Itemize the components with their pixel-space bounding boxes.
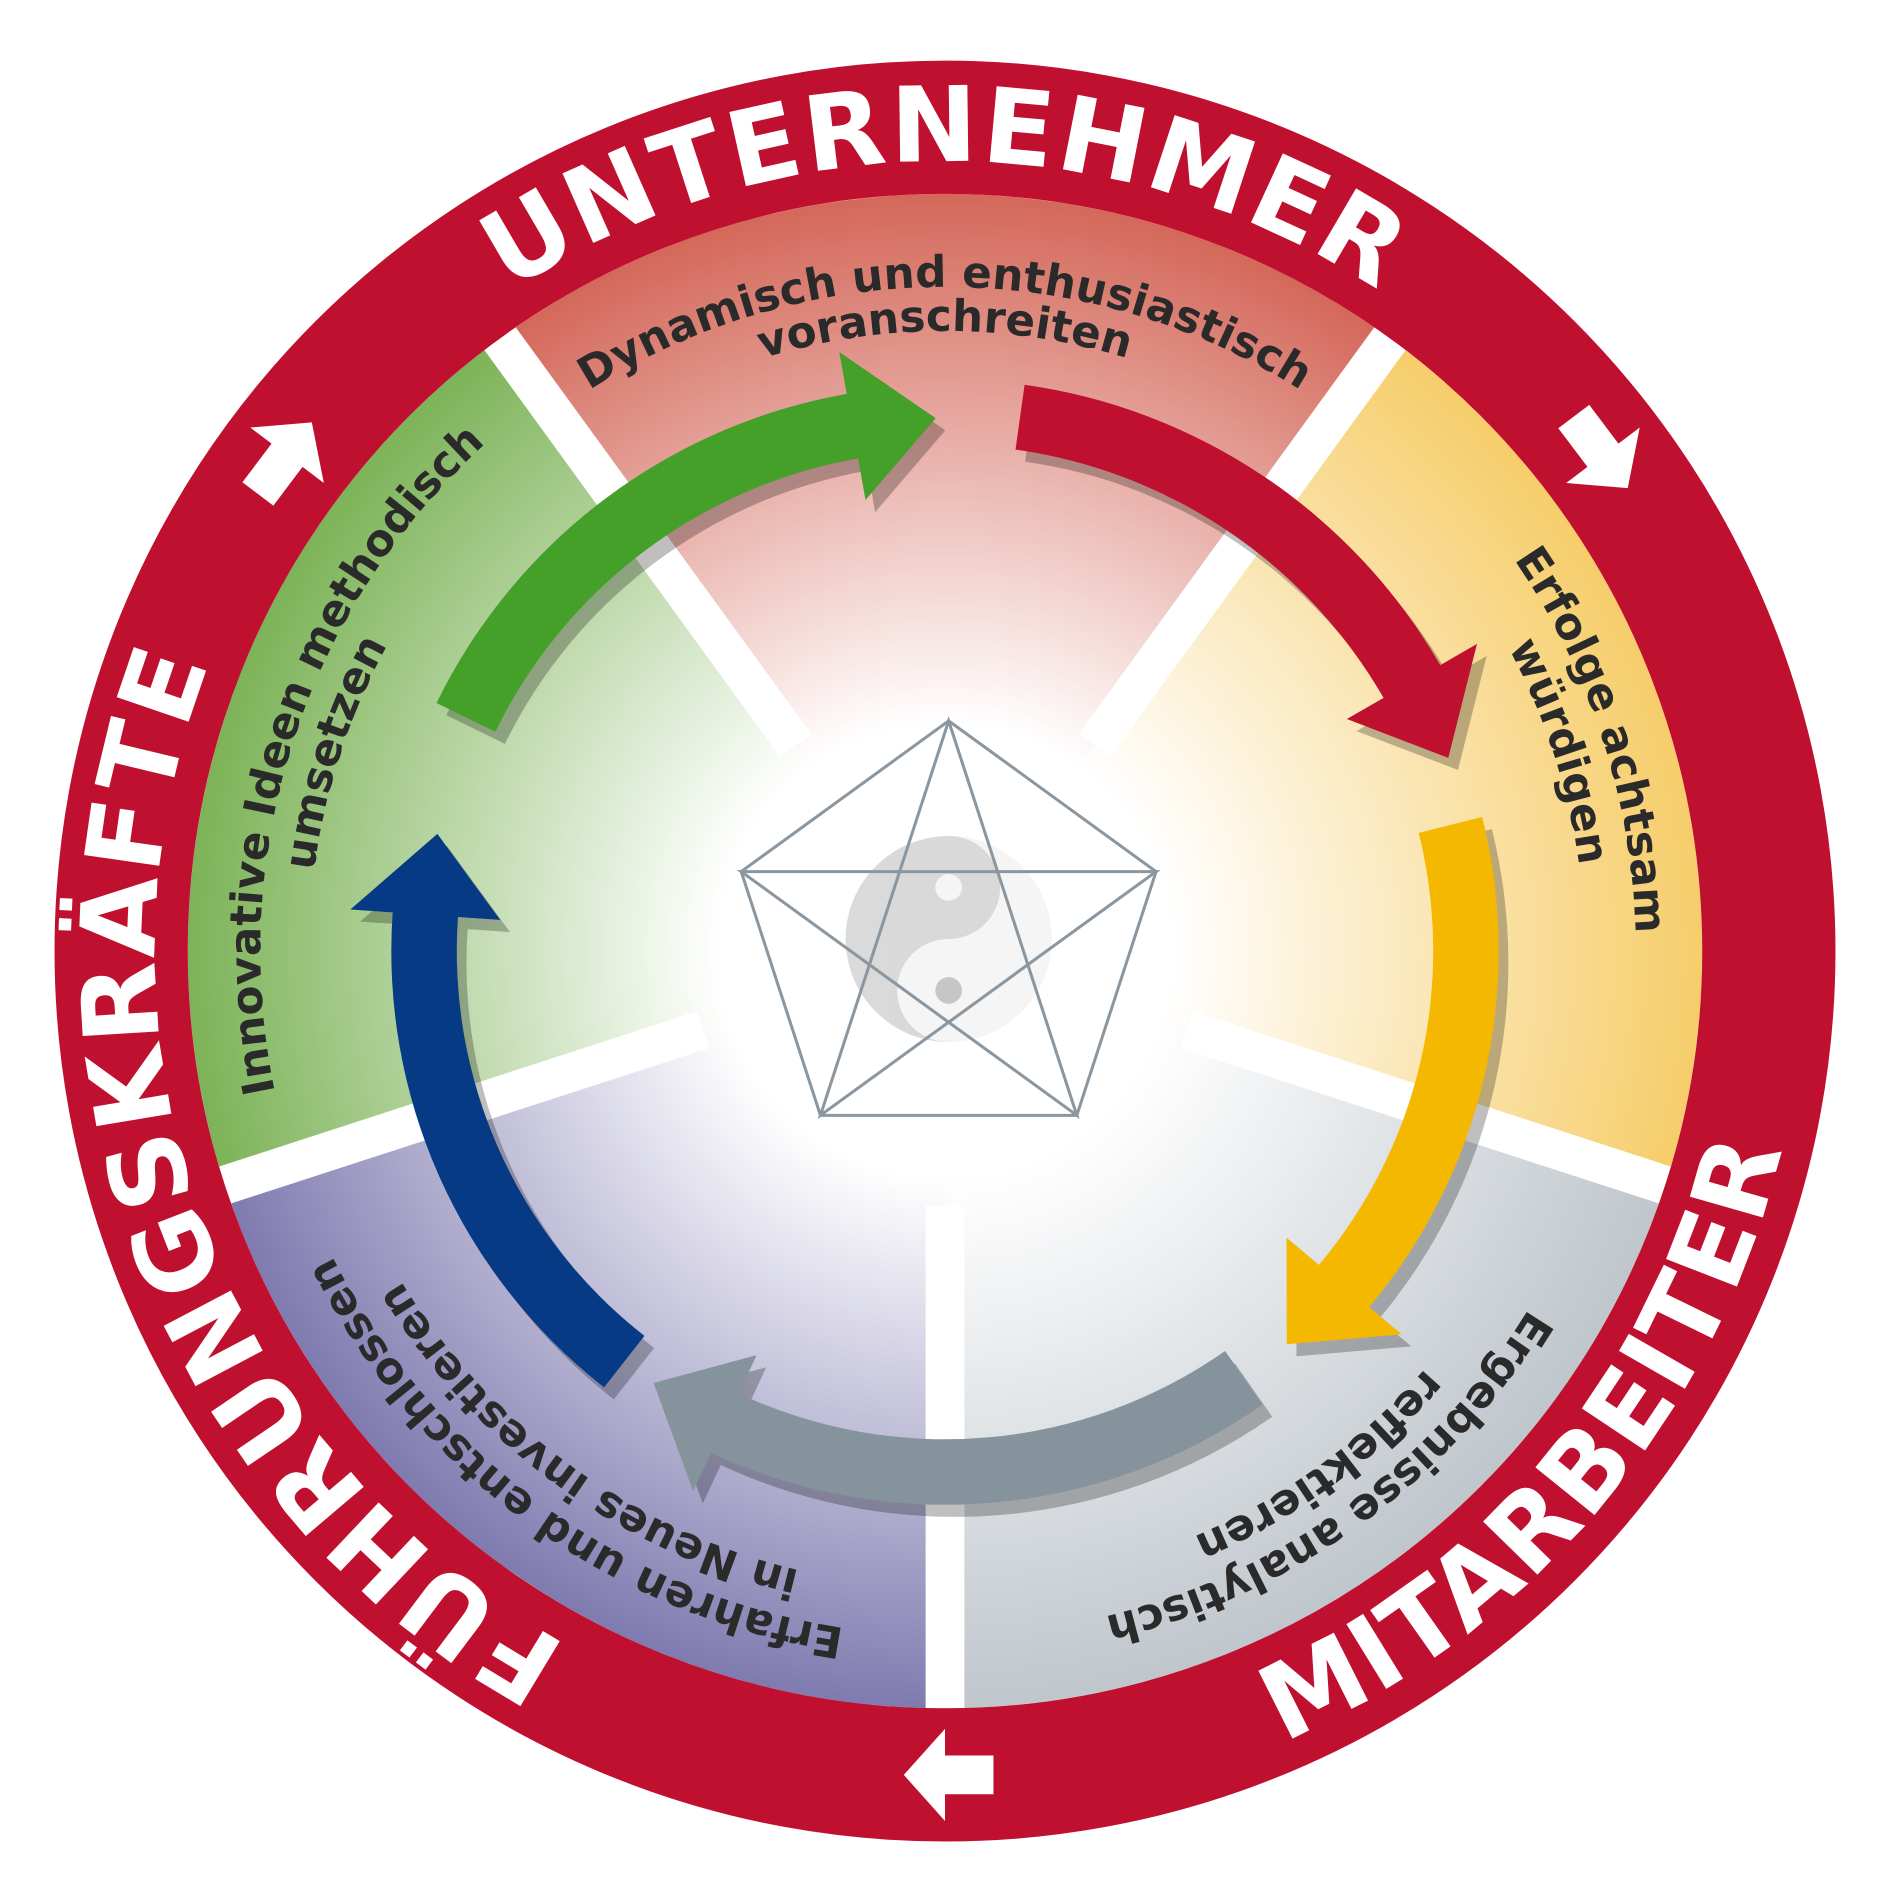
cycle-arrow-red <box>1015 384 1477 758</box>
ring-direction-arrows <box>242 404 1640 1821</box>
arrow-left-icon <box>903 1728 994 1821</box>
arrow-shadow <box>1025 396 1487 770</box>
arrow-down-icon <box>1558 404 1640 489</box>
cycle-arrow-blue <box>350 833 645 1388</box>
sector-right <box>945 338 1703 1186</box>
cycle-arrow-green <box>436 352 936 732</box>
center-emblem <box>736 715 1161 1120</box>
sector-left <box>187 338 946 1186</box>
yin-yang-icon <box>845 835 1052 1042</box>
cycle-arrow-yellow <box>1286 817 1499 1345</box>
cycle-arrow-gray <box>653 1350 1263 1505</box>
sector-divider <box>1078 327 1406 757</box>
cycle-arrows <box>350 352 1509 1517</box>
pentagram-icon <box>736 715 1161 1120</box>
sector-top <box>499 193 1391 952</box>
arrow-up-icon <box>242 422 324 506</box>
